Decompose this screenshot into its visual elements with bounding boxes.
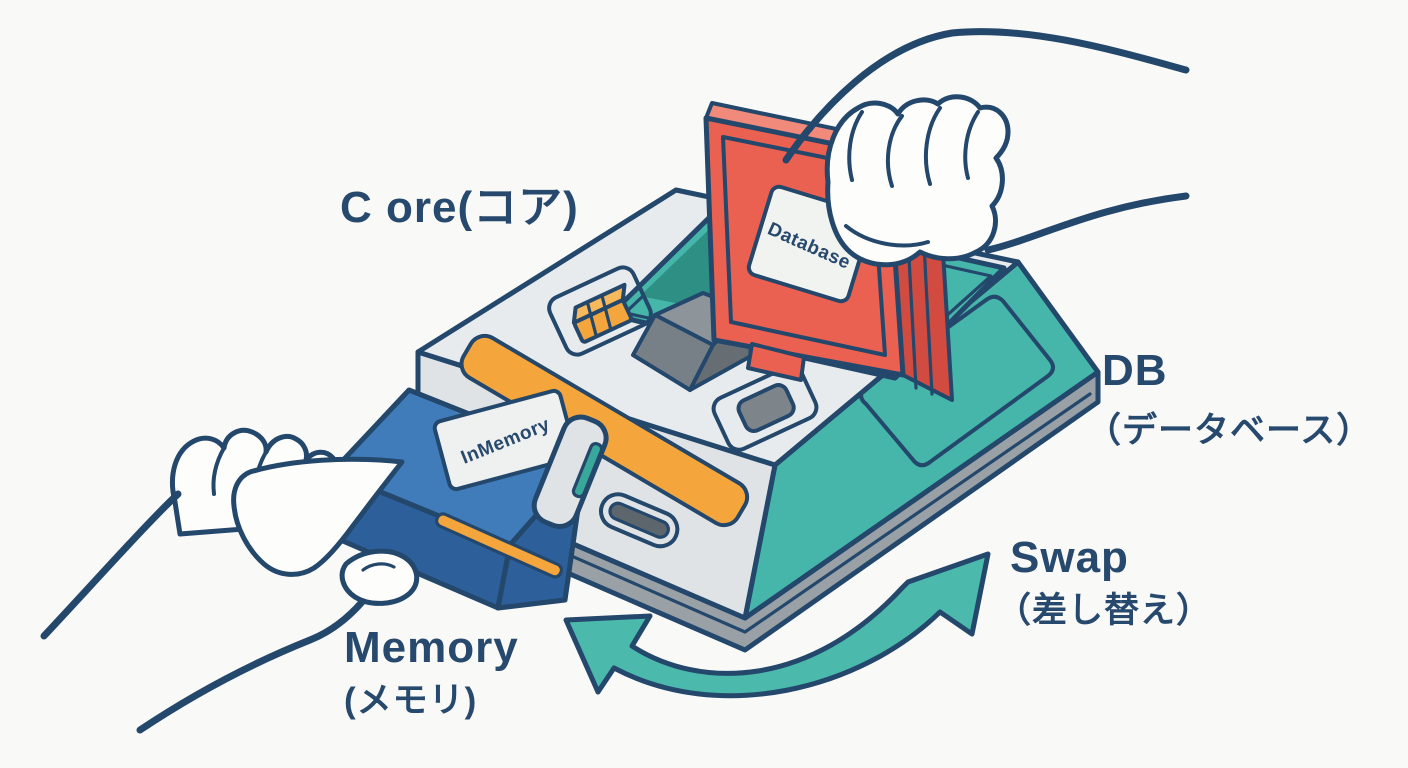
vent-inner (608, 501, 670, 539)
core-label: C ore(コア) (340, 183, 579, 232)
left-arm (40, 490, 366, 734)
finger-line (211, 446, 226, 496)
left-arm-lower-line (136, 598, 366, 734)
button-panel-outline (711, 364, 819, 452)
finger-crease (963, 110, 980, 180)
thumb (339, 548, 420, 606)
small-button-panel (711, 364, 819, 452)
switch-panel (547, 265, 653, 357)
socket-teal-sliver (571, 442, 604, 499)
right-arm-upper-line (782, 28, 1190, 164)
thumb-crease (844, 224, 930, 248)
square-button (736, 383, 796, 434)
memory-label-line2: (メモリ) (344, 681, 477, 720)
finger-crease (847, 110, 864, 182)
palm (231, 456, 405, 577)
swap-label-line1: Swap (1010, 533, 1129, 582)
inmemory-label: InMemory (432, 388, 578, 492)
thumb-nail-line (361, 562, 396, 572)
database-bottom-tab (746, 342, 806, 382)
power-switch (571, 282, 634, 344)
left-arm-upper-line (40, 490, 182, 640)
inmemory-orange-stripe (435, 512, 564, 579)
left-hand-palm (231, 456, 420, 606)
right-hand (782, 28, 1190, 268)
db-label-line1: DB (1102, 346, 1168, 395)
switch-ridge (600, 293, 612, 330)
db-label-line2: （データベース） (1086, 410, 1372, 450)
diagram-labels: C ore(コア) DB （データベース） Swap （差し替え） Memory… (340, 183, 1372, 720)
inmemory-stripe-group (435, 512, 564, 579)
swap-label-line2: （差し替え） (996, 591, 1212, 630)
finger-crease (923, 106, 942, 186)
right-hand-fist (824, 94, 1011, 268)
swap-arrow (563, 551, 991, 699)
front-vent (599, 492, 680, 549)
right-arm-lower-line (984, 192, 1190, 254)
finger-crease (885, 114, 904, 188)
database-inner-border (721, 135, 887, 357)
memory-label-line1: Memory (344, 623, 519, 672)
cartridge-socket (531, 414, 609, 529)
switch-ridge (585, 300, 598, 337)
switch-front (572, 298, 634, 344)
switch-panel-outline (547, 265, 653, 357)
